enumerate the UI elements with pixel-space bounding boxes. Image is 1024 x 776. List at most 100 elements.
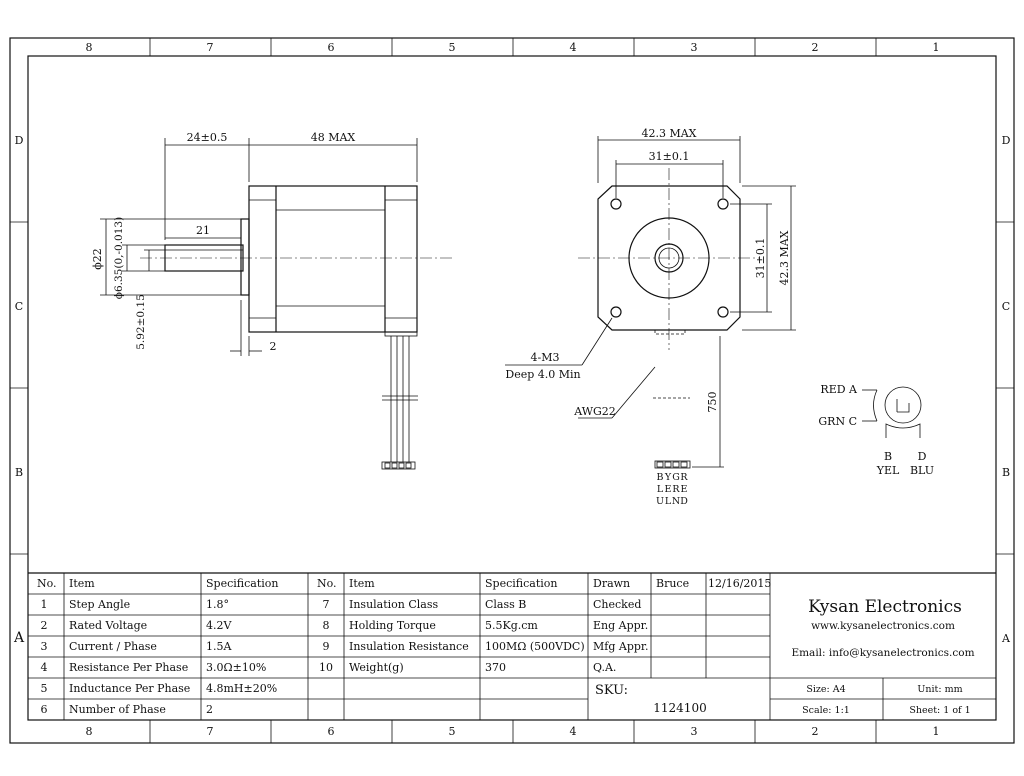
col-label-5: 5: [449, 41, 456, 54]
company-name: Kysan Electronics: [808, 597, 962, 617]
zone-ticks: [10, 38, 1014, 743]
col-label-8-bottom: 8: [86, 725, 93, 738]
sku-label: SKU:: [595, 683, 628, 698]
holes-label: 4-M3: [531, 351, 560, 364]
row-label-a-right: A: [1001, 632, 1011, 645]
sheet-scale: Scale: 1:1: [802, 705, 850, 716]
col-label-7-bottom: 7: [207, 725, 214, 738]
connector-letter: B: [657, 472, 664, 483]
spec-cell-item1-row-1: Step Angle: [69, 598, 130, 611]
spec-cell-item2-row-4: Weight(g): [349, 661, 404, 674]
spec-cell-no2-row-1: 7: [323, 598, 330, 611]
company-website: www.kysanelectronics.com: [811, 620, 955, 632]
outer-frame: [9, 37, 1015, 744]
spec-cell-item1-row-5: Inductance Per Phase: [69, 682, 190, 695]
dim-22: ϕ22: [91, 248, 104, 270]
row-label-d-right: D: [1002, 134, 1011, 147]
col-label-3-bottom: 3: [691, 725, 698, 738]
spec-table-grid: [28, 572, 996, 720]
schematic-red: RED A: [820, 383, 858, 396]
spec-cell-item1-row-2: Rated Voltage: [69, 619, 147, 632]
sheet-number: Sheet: 1 of 1: [909, 705, 970, 716]
spec-cell-no2-row-2: 8: [323, 619, 330, 632]
dim-24: 24±0.5: [187, 131, 228, 144]
col-label-4: 4: [570, 41, 577, 54]
dim-592: 5.92±0.15: [135, 294, 147, 350]
schematic-d: D: [918, 450, 927, 463]
dim-635: ϕ6.35(0,-0.013): [113, 217, 125, 299]
schematic-yel: YEL: [876, 464, 900, 477]
col-label-1: 1: [933, 41, 940, 54]
approval-block: Drawn Bruce 12/16/2015 Checked Eng Appr.…: [593, 577, 771, 715]
dim-423-top: 42.3 MAX: [641, 127, 696, 140]
connector-letter: D: [680, 496, 688, 507]
spec-cell-no1-row-5: 5: [41, 682, 48, 695]
schematic-grn: GRN C: [818, 415, 857, 428]
spec-cell-no2-row-3: 9: [323, 640, 330, 653]
header-item-2: Item: [349, 577, 375, 590]
spec-cell-spec1-row-5: 4.8mH±20%: [206, 682, 277, 695]
spec-cell-no1-row-6: 6: [41, 703, 48, 716]
col-label-2-bottom: 2: [812, 725, 819, 738]
col-label-8: 8: [86, 41, 93, 54]
spec-cell-item1-row-4: Resistance Per Phase: [69, 661, 188, 674]
spec-cell-item2-row-1: Insulation Class: [349, 598, 439, 611]
dim-2: 2: [270, 340, 277, 353]
dim-48: 48 MAX: [311, 131, 356, 144]
spec-cell-spec2-row-4: 370: [485, 661, 506, 674]
col-label-1-bottom: 1: [933, 725, 940, 738]
connector-letter: L: [665, 496, 672, 507]
spec-cell-no2-row-4: 10: [319, 661, 333, 674]
approval-checked: Checked: [593, 598, 641, 611]
spec-cell-spec1-row-1: 1.8°: [206, 598, 229, 611]
spec-cell-item1-row-3: Current / Phase: [69, 640, 157, 653]
spec-cell-no1-row-1: 1: [41, 598, 48, 611]
col-label-6: 6: [328, 41, 335, 54]
dim-423-side: 42.3 MAX: [778, 230, 791, 285]
wire-label: AWG22: [573, 405, 616, 418]
approval-drawn-by: Bruce: [656, 577, 689, 590]
front-view: 42.3 MAX 31±0.1 31±0.1 42.3 MAX 4-M3 Dee…: [505, 127, 796, 507]
approval-drawn: Drawn: [593, 577, 630, 590]
col-label-4-bottom: 4: [570, 725, 577, 738]
holes-depth: Deep 4.0 Min: [505, 368, 580, 381]
row-label-b: B: [15, 466, 23, 479]
dim-31-side: 31±0.1: [754, 238, 767, 279]
header-spec-2: Specification: [485, 577, 557, 590]
connector-letter: E: [681, 484, 688, 495]
schematic-b: B: [884, 450, 892, 463]
col-label-7: 7: [207, 41, 214, 54]
dim-31-top: 31±0.1: [649, 150, 690, 163]
sku-value: 1124100: [653, 701, 706, 715]
header-no-2: No.: [317, 577, 337, 590]
approval-eng: Eng Appr.: [593, 619, 648, 632]
connector-letter: Y: [664, 472, 672, 483]
wiring-schematic: RED A GRN C B D YEL BLU: [818, 383, 934, 477]
spec-cell-spec2-row-3: 100MΩ (500VDC): [485, 640, 585, 653]
connector-letter: L: [657, 484, 664, 495]
spec-cell-item1-row-6: Number of Phase: [69, 703, 166, 716]
connector-letter: N: [672, 496, 680, 507]
header-spec-1: Specification: [206, 577, 278, 590]
connector-letter: E: [665, 484, 672, 495]
connector-letter: G: [672, 472, 680, 483]
spec-cell-no1-row-2: 2: [41, 619, 48, 632]
col-label-3: 3: [691, 41, 698, 54]
connector-letter: R: [680, 472, 688, 483]
connector-letter: R: [672, 484, 680, 495]
schematic-blu: BLU: [910, 464, 934, 477]
spec-cell-no1-row-3: 3: [41, 640, 48, 653]
col-label-5-bottom: 5: [449, 725, 456, 738]
header-item-1: Item: [69, 577, 95, 590]
row-label-c-right: C: [1002, 300, 1010, 313]
spec-cell-no1-row-4: 4: [41, 661, 48, 674]
spec-table-headers: No. Item Specification No. Item Specific…: [37, 577, 557, 590]
row-label-a: A: [13, 630, 25, 646]
spec-cell-spec1-row-4: 3.0Ω±10%: [206, 661, 266, 674]
title-block: Kysan Electronics www.kysanelectronics.c…: [791, 597, 974, 716]
col-label-2: 2: [812, 41, 819, 54]
spec-cell-spec1-row-3: 1.5A: [206, 640, 232, 653]
sheet-size: Size: A4: [806, 684, 845, 695]
sheet-unit: Unit: mm: [917, 684, 962, 695]
